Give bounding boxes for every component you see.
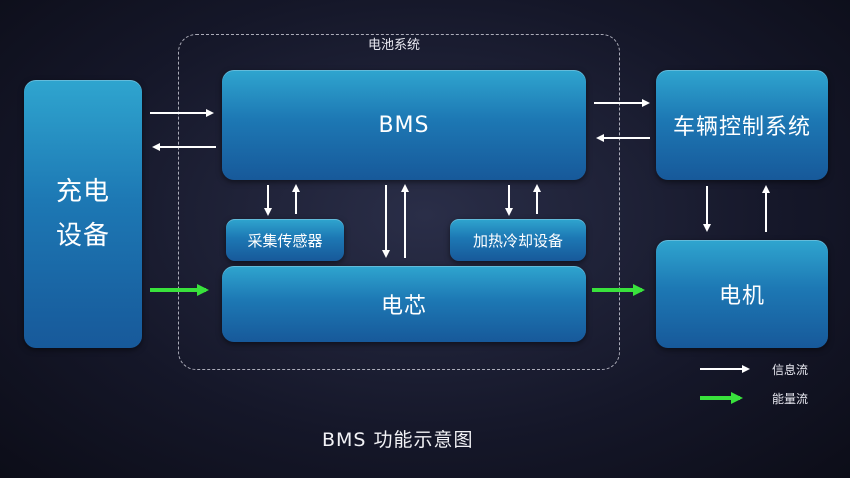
thermal-box: 加热冷却设备 [450, 219, 586, 261]
charger-box: 充电 设备 [24, 80, 142, 348]
vehicle-control-label: 车辆控制系统 [672, 115, 811, 140]
motor-label: 电机 [718, 284, 765, 309]
charger-label-line1: 充电 [55, 177, 110, 207]
motor-box: 电机 [656, 240, 828, 348]
sensor-box: 采集传感器 [226, 219, 344, 261]
legend-info-label: 信息流 [772, 363, 809, 377]
sensor-label: 采集传感器 [247, 231, 323, 250]
thermal-label: 加热冷却设备 [472, 231, 563, 250]
battery-system-label: 电池系统 [368, 38, 421, 53]
cell-label: 电芯 [380, 294, 427, 319]
legend-energy-label: 能量流 [772, 392, 809, 406]
bms-label: BMS [378, 112, 430, 138]
bms-box: BMS [222, 70, 586, 180]
charger-label-line2: 设备 [55, 221, 110, 251]
battery-system-boundary [178, 34, 620, 370]
cell-box: 电芯 [222, 266, 586, 342]
vehicle-control-box: 车辆控制系统 [656, 70, 828, 180]
diagram-caption: BMS 功能示意图 [322, 429, 474, 451]
